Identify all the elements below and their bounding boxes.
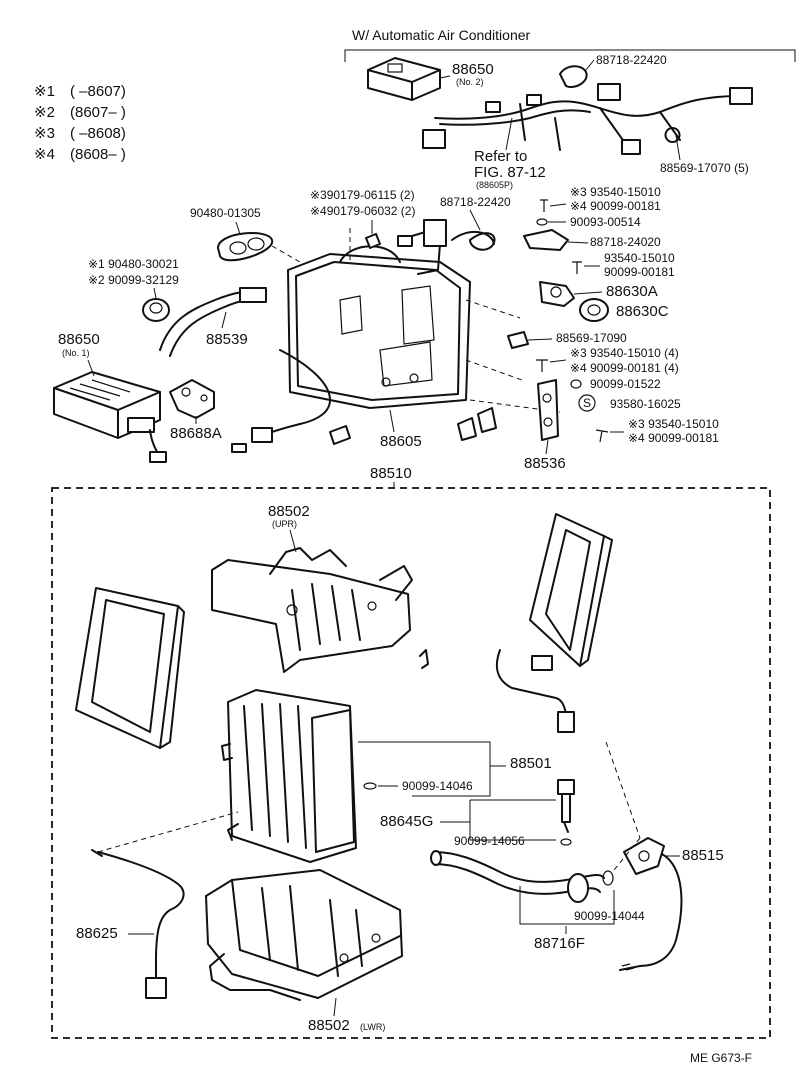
label-88645G: 88645G <box>380 813 433 830</box>
wire-harness-drawing <box>422 65 753 155</box>
washer-b-drawing <box>570 379 582 389</box>
screw-d-drawing <box>595 429 609 443</box>
label-90099-01522: 90099-01522 <box>590 377 661 391</box>
refer-line2: FIG. 87-12 <box>474 164 546 181</box>
bracket-88718-24020-drawing <box>523 229 569 251</box>
label-88650-no1-note: (No. 1) <box>62 348 90 358</box>
washer-drawing <box>536 218 548 226</box>
o-ring-b-drawing <box>560 838 572 846</box>
assembly-88510-box <box>51 487 771 1039</box>
plug-drawing <box>142 298 170 322</box>
legend: ※1 ( –8607) ※2 (8607– ) ※3 ( –8608) ※4 (… <box>34 83 126 163</box>
grommet-drawing <box>217 232 274 262</box>
legend-range-1: ( –8607) <box>70 83 126 100</box>
screw-b-drawing <box>572 261 582 274</box>
label-93540-15010-d: ※3 93540-15010 <box>628 417 719 431</box>
label-88502-lwr: 88502 <box>308 1017 350 1034</box>
legend-mark-3: ※3 <box>34 125 55 142</box>
label-90099-14046: 90099-14046 <box>402 779 473 793</box>
label-90099-00181-c: ※4 90099-00181 (4) <box>570 361 679 375</box>
label-90179-06115: ※390179-06115 (2) <box>310 188 415 202</box>
label-88630C: 88630C <box>616 303 669 320</box>
label-93540-15010-a: ※3 93540-15010 <box>570 185 661 199</box>
label-88502-upr-note: (UPR) <box>272 519 297 529</box>
label-88536: 88536 <box>524 455 566 472</box>
label-90179-06032: ※490179-06032 (2) <box>310 204 415 218</box>
hose-88539-drawing <box>159 287 267 357</box>
label-93540-15010-b: 93540-15010 <box>604 251 675 265</box>
pipe-88716F-drawing <box>430 850 614 903</box>
lower-case-88502-drawing <box>205 869 403 1001</box>
label-90099-14044: 90099-14044 <box>574 909 645 923</box>
label-88650-no2-note: (No. 2) <box>456 77 484 87</box>
computer-no2-drawing <box>367 57 441 101</box>
blower-unit-88605-drawing <box>231 219 497 453</box>
bracket-88688A-drawing <box>169 379 215 419</box>
label-88650-no1: 88650 <box>58 331 100 348</box>
clamp-88569-17090-drawing <box>507 331 529 349</box>
switch-88645G-drawing <box>557 779 575 833</box>
o-ring-a-drawing <box>363 782 377 790</box>
legend-range-2: (8607– ) <box>70 104 126 121</box>
valve-88515-drawing <box>619 837 683 971</box>
legend-mark-4: ※4 <box>34 146 55 163</box>
label-88569-17070: 88569-17070 (5) <box>660 161 749 175</box>
legend-mark-1: ※1 <box>34 83 55 100</box>
label-88539: 88539 <box>206 331 248 348</box>
label-88501: 88501 <box>510 755 552 772</box>
label-90099-32129: ※2 90099-32129 <box>88 273 179 287</box>
sensor-88630A-drawing <box>539 281 575 307</box>
legend-range-3: ( –8608) <box>70 125 126 142</box>
s-mark-circle <box>578 394 596 412</box>
servo-88536-drawing <box>537 379 559 441</box>
legend-mark-2: ※2 <box>34 104 55 121</box>
upper-case-88502-drawing <box>211 547 429 673</box>
screw-a-drawing <box>540 199 548 212</box>
sensor-88630C-drawing <box>579 298 609 322</box>
seal-frame-left-drawing <box>75 587 185 749</box>
label-88625: 88625 <box>76 925 118 942</box>
label-90099-00181-a: ※4 90099-00181 <box>570 199 661 213</box>
sensor-wire-right-drawing <box>495 649 575 733</box>
label-93580-16025: 93580-16025 <box>610 397 681 411</box>
diagram-title: W/ Automatic Air Conditioner <box>352 27 531 43</box>
computer-no1-drawing <box>53 371 167 463</box>
clip-drawing <box>365 233 381 249</box>
label-88515: 88515 <box>682 847 724 864</box>
figure-code: ME G673-F <box>690 1051 752 1065</box>
label-90480-30021: ※1 90480-30021 <box>88 257 179 271</box>
evaporator-88501-drawing <box>221 689 357 863</box>
sensor-harness-drawing <box>397 232 496 251</box>
label-88718-24020: 88718-24020 <box>590 235 661 249</box>
label-90480-01305: 90480-01305 <box>190 206 261 220</box>
label-88630A: 88630A <box>606 283 658 300</box>
label-88718-22420-mid: 88718-22420 <box>440 195 511 209</box>
label-88502-upr: 88502 <box>268 503 310 520</box>
label-93540-15010-c: ※3 93540-15010 (4) <box>570 346 679 360</box>
label-88510: 88510 <box>370 465 412 482</box>
label-88569-17090: 88569-17090 <box>556 331 627 345</box>
refer-line1: Refer to <box>474 148 527 165</box>
label-90099-00181-d: ※4 90099-00181 <box>628 431 719 445</box>
thermistor-88625-drawing <box>91 849 185 999</box>
label-90093-00514: 90093-00514 <box>570 215 641 229</box>
label-88650-no2: 88650 <box>452 61 494 78</box>
refer-line3: (88605P) <box>476 180 513 190</box>
label-88605: 88605 <box>380 433 422 450</box>
screw-c-drawing <box>536 359 548 372</box>
label-90099-14056: 90099-14056 <box>454 834 525 848</box>
label-88502-lwr-note: (LWR) <box>360 1022 385 1032</box>
label-88716F: 88716F <box>534 935 585 952</box>
label-90099-00181-b: 90099-00181 <box>604 265 675 279</box>
legend-range-4: (8608– ) <box>70 146 126 163</box>
seal-frame-right-drawing <box>529 513 613 667</box>
label-88718-22420-top: 88718-22420 <box>596 53 667 67</box>
label-88688A: 88688A <box>170 425 222 442</box>
s-mark: S <box>583 396 591 410</box>
title-bracket <box>344 49 796 62</box>
